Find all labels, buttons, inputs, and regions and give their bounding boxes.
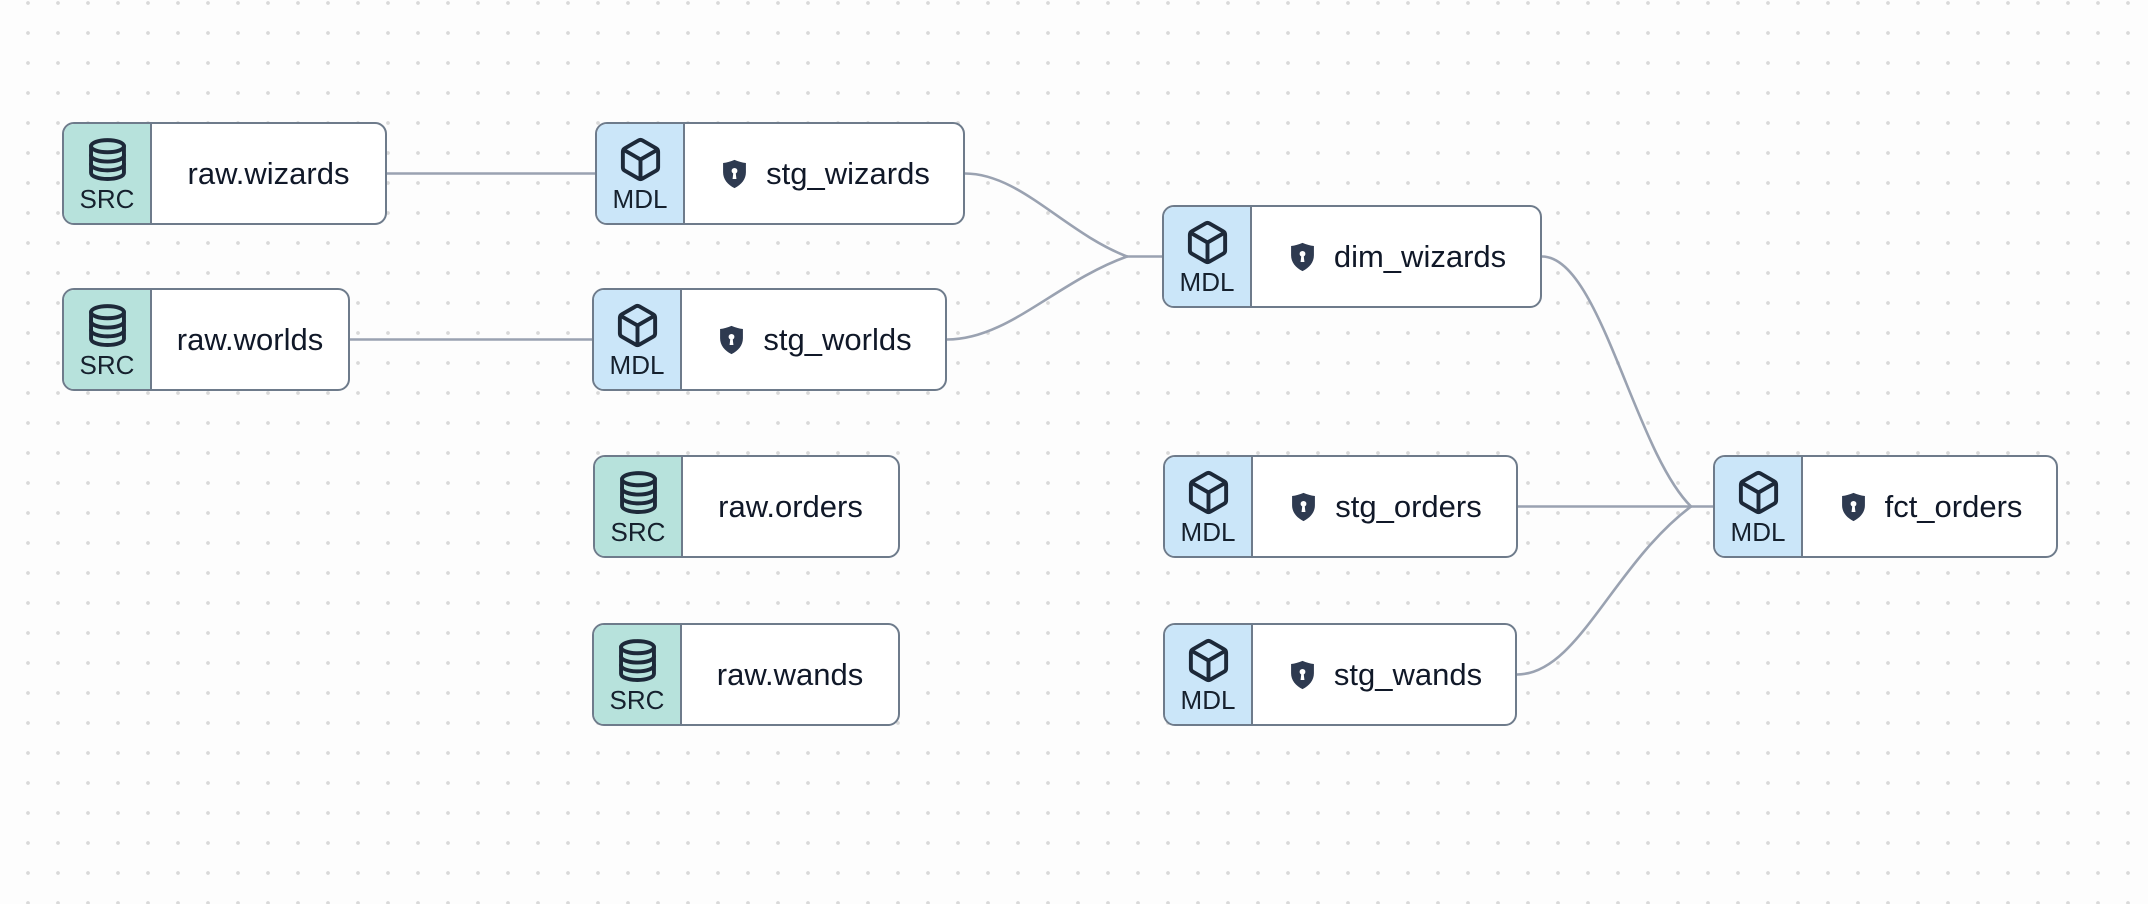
node-type-badge: MDL bbox=[1165, 625, 1253, 724]
node-stg-orders[interactable]: MDL stg_orders bbox=[1163, 455, 1518, 558]
node-body: dim_wizards bbox=[1252, 207, 1540, 306]
node-type-label: MDL bbox=[1180, 684, 1236, 715]
node-raw-worlds[interactable]: SRC raw.worlds bbox=[62, 288, 350, 391]
database-icon bbox=[615, 469, 662, 516]
node-stg-wands[interactable]: MDL stg_wands bbox=[1163, 623, 1517, 726]
cube-icon bbox=[617, 136, 664, 183]
node-stg-worlds[interactable]: MDL stg_worlds bbox=[592, 288, 947, 391]
node-dim-wizards[interactable]: MDL dim_wizards bbox=[1162, 205, 1542, 308]
node-fct-orders[interactable]: MDL fct_orders bbox=[1713, 455, 2058, 558]
shield-lock-icon bbox=[1287, 489, 1320, 525]
node-body: raw.worlds bbox=[152, 290, 348, 389]
node-type-label: SRC bbox=[79, 349, 135, 380]
cube-icon bbox=[1185, 637, 1232, 684]
node-raw-wizards[interactable]: SRC raw.wizards bbox=[62, 122, 387, 225]
node-label: stg_wizards bbox=[766, 155, 930, 191]
node-label: raw.orders bbox=[718, 488, 863, 524]
node-type-label: MDL bbox=[1730, 516, 1786, 547]
node-stg-wizards[interactable]: MDL stg_wizards bbox=[595, 122, 965, 225]
cube-icon bbox=[1185, 469, 1232, 516]
cube-icon bbox=[1735, 469, 1782, 516]
node-body: fct_orders bbox=[1803, 457, 2056, 556]
node-raw-orders[interactable]: SRC raw.orders bbox=[593, 455, 900, 558]
node-type-label: SRC bbox=[610, 516, 666, 547]
node-body: stg_wizards bbox=[685, 124, 963, 223]
node-label: fct_orders bbox=[1884, 488, 2023, 524]
node-type-badge: MDL bbox=[1715, 457, 1803, 556]
edge-stg-wands-to-fct-orders bbox=[1515, 505, 1693, 676]
node-raw-wands[interactable]: SRC raw.wands bbox=[592, 623, 900, 726]
node-type-label: MDL bbox=[1180, 516, 1236, 547]
node-type-label: SRC bbox=[609, 684, 665, 715]
node-type-badge: SRC bbox=[594, 625, 682, 724]
database-icon bbox=[84, 302, 131, 349]
node-type-badge: MDL bbox=[1165, 457, 1253, 556]
node-body: raw.wands bbox=[682, 625, 898, 724]
shield-lock-icon bbox=[1286, 239, 1319, 275]
node-label: dim_wizards bbox=[1333, 238, 1507, 274]
node-type-badge: MDL bbox=[1164, 207, 1252, 306]
node-type-label: SRC bbox=[79, 183, 135, 214]
database-icon bbox=[84, 136, 131, 183]
node-body: raw.orders bbox=[683, 457, 898, 556]
node-type-badge: MDL bbox=[594, 290, 682, 389]
cube-icon bbox=[614, 302, 661, 349]
shield-lock-icon bbox=[718, 156, 751, 192]
node-label: raw.wizards bbox=[187, 155, 350, 191]
edge-stg-wizards-to-dim-wizards bbox=[963, 172, 1129, 258]
node-type-badge: SRC bbox=[64, 290, 152, 389]
cube-icon bbox=[1184, 219, 1231, 266]
edge-dim-wizards-to-fct-orders bbox=[1540, 255, 1693, 508]
node-type-label: MDL bbox=[1179, 266, 1235, 297]
node-label: stg_worlds bbox=[763, 321, 912, 357]
edge-stg-worlds-to-dim-wizards bbox=[945, 255, 1129, 341]
shield-lock-icon bbox=[1837, 489, 1870, 525]
node-body: stg_worlds bbox=[682, 290, 945, 389]
node-type-badge: SRC bbox=[595, 457, 683, 556]
node-label: raw.worlds bbox=[176, 321, 324, 357]
node-type-label: MDL bbox=[609, 349, 665, 380]
node-body: raw.wizards bbox=[152, 124, 385, 223]
database-icon bbox=[614, 637, 661, 684]
node-type-label: MDL bbox=[612, 183, 668, 214]
node-label: stg_orders bbox=[1335, 488, 1482, 524]
node-label: raw.wands bbox=[716, 656, 864, 692]
node-label: stg_wands bbox=[1333, 656, 1483, 692]
node-type-badge: SRC bbox=[64, 124, 152, 223]
shield-lock-icon bbox=[715, 322, 748, 358]
node-body: stg_orders bbox=[1253, 457, 1516, 556]
node-type-badge: MDL bbox=[597, 124, 685, 223]
node-body: stg_wands bbox=[1253, 625, 1515, 724]
shield-lock-icon bbox=[1286, 657, 1319, 693]
